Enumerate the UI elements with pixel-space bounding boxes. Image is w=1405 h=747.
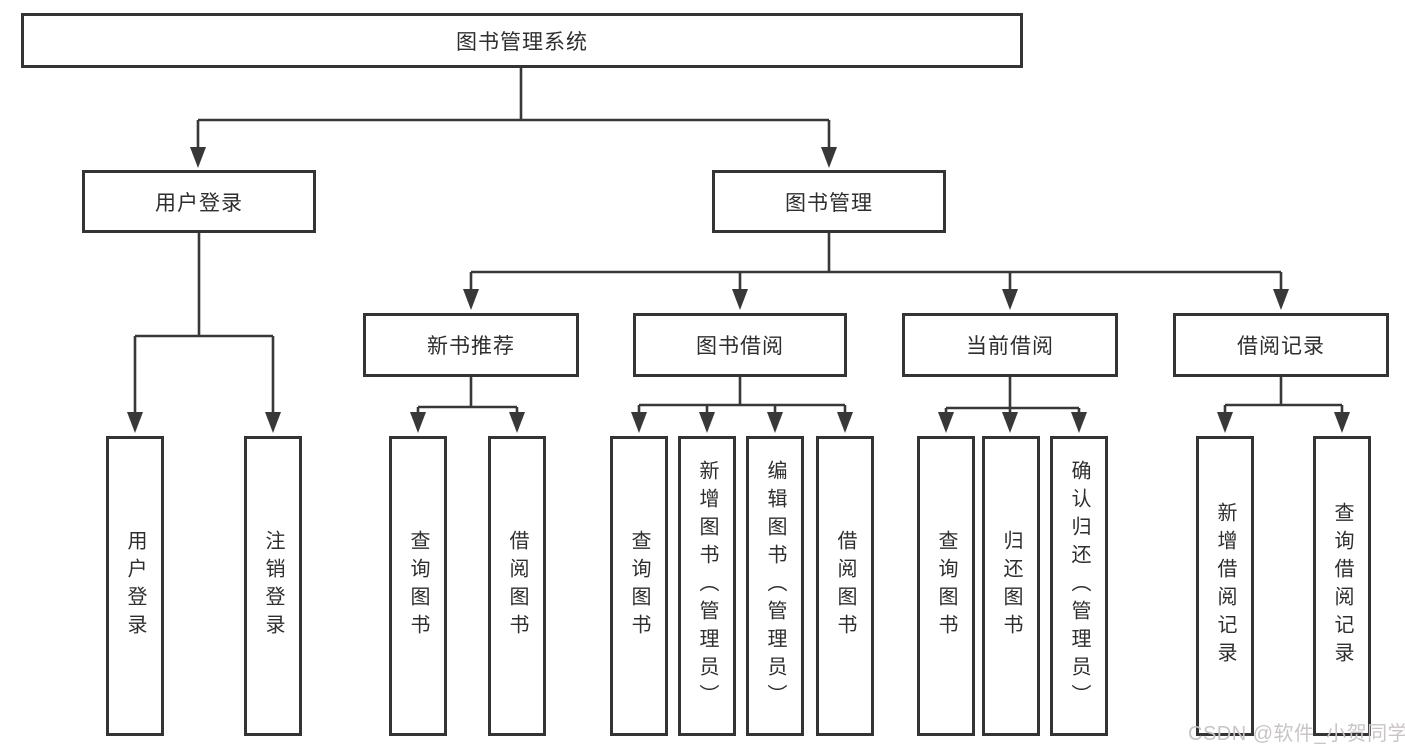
- leaf-borrow-books-label: 借阅图书: [834, 530, 856, 642]
- leaf-logout: 注销登录: [244, 436, 302, 736]
- node-new-book-recommend: 新书推荐: [363, 313, 579, 377]
- leaf-borrow-books-recommend-label: 借阅图书: [506, 530, 528, 642]
- connector-root: [196, 68, 831, 150]
- leaf-query-borrow-record: 查询借阅记录: [1313, 436, 1371, 736]
- leaf-query-books-current: 查询图书: [917, 436, 975, 736]
- node-book-borrow: 图书借阅: [633, 313, 847, 377]
- leaf-add-borrow-record-label: 新增借阅记录: [1214, 502, 1236, 670]
- connector-user-login: [133, 233, 275, 416]
- leaf-user-login-label: 用户登录: [124, 530, 146, 642]
- leaf-confirm-return-admin: 确认归还（管理员）: [1050, 436, 1108, 736]
- leaf-user-login: 用户登录: [106, 436, 164, 736]
- connector-borrow-records: [1223, 377, 1344, 416]
- leaf-logout-label: 注销登录: [262, 530, 284, 642]
- leaf-borrow-books: 借阅图书: [816, 436, 874, 736]
- leaf-query-books-recommend-label: 查询图书: [407, 530, 429, 642]
- leaf-query-books-current-label: 查询图书: [935, 530, 957, 642]
- node-book-management: 图书管理: [712, 170, 946, 233]
- connector-book-management: [469, 233, 1283, 293]
- node-book-management-label: 图书管理: [785, 191, 873, 215]
- connector-new-book: [416, 377, 519, 416]
- leaf-edit-book-admin-label: 编辑图书（管理员）: [764, 460, 786, 712]
- leaf-confirm-return-admin-label: 确认归还（管理员）: [1068, 460, 1090, 712]
- node-user-login-label: 用户登录: [155, 191, 243, 215]
- node-root-label: 图书管理系统: [456, 30, 588, 54]
- leaf-query-books-borrow: 查询图书: [610, 436, 668, 736]
- node-root: 图书管理系统: [21, 13, 1023, 68]
- leaf-query-books-recommend: 查询图书: [389, 436, 447, 736]
- leaf-query-borrow-record-label: 查询借阅记录: [1331, 502, 1353, 670]
- node-borrow-records: 借阅记录: [1173, 313, 1389, 377]
- watermark: CSDN @软件_小贺同学: [1188, 723, 1405, 745]
- node-current-borrow-label: 当前借阅: [966, 335, 1054, 358]
- leaf-return-book: 归还图书: [982, 436, 1040, 736]
- leaf-add-book-admin: 新增图书（管理员）: [678, 436, 736, 736]
- node-user-login: 用户登录: [82, 170, 316, 233]
- leaf-edit-book-admin: 编辑图书（管理员）: [746, 436, 804, 736]
- leaf-borrow-books-recommend: 借阅图书: [488, 436, 546, 736]
- leaf-return-book-label: 归还图书: [1000, 530, 1022, 642]
- node-new-book-recommend-label: 新书推荐: [427, 335, 515, 358]
- node-book-borrow-label: 图书借阅: [696, 335, 784, 358]
- leaf-add-book-admin-label: 新增图书（管理员）: [696, 460, 718, 712]
- leaf-query-books-borrow-label: 查询图书: [628, 530, 650, 642]
- arrowheads: [127, 147, 1350, 433]
- node-borrow-records-label: 借阅记录: [1237, 335, 1325, 358]
- node-current-borrow: 当前借阅: [902, 313, 1118, 377]
- connector-current-borrow: [944, 377, 1081, 416]
- leaf-add-borrow-record: 新增借阅记录: [1196, 436, 1254, 736]
- connector-book-borrow: [637, 377, 847, 416]
